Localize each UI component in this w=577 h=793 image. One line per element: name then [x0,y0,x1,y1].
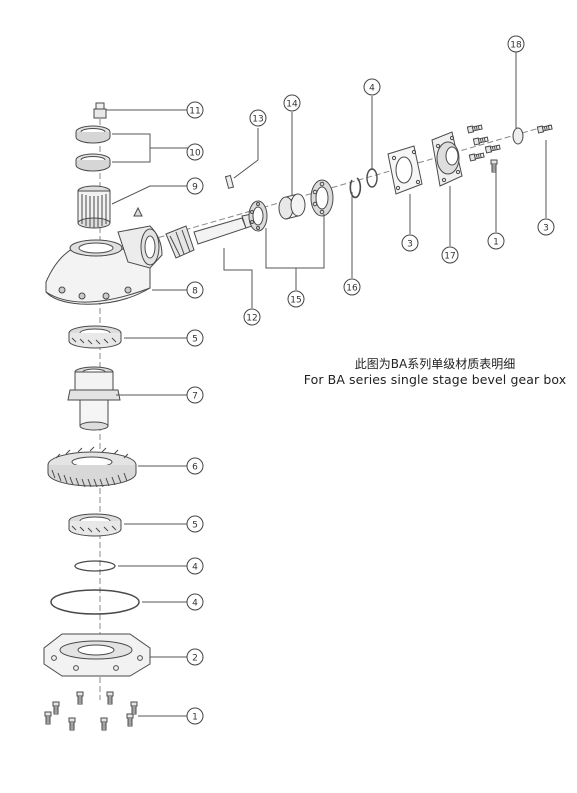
part-15-ball-bearing-right [310,179,334,217]
callout-circle-5b [186,515,204,533]
callout-1-base: 1 [192,713,198,723]
callout-6: 6 [192,463,198,473]
callout-2: 2 [192,654,198,664]
horizontal-axis-line [149,124,551,241]
callout-circle-11 [186,101,204,119]
callout-circle-7 [186,386,204,404]
callout-markers [186,35,555,725]
callout-circle-4a [186,557,204,575]
part-16-circlip [349,177,362,199]
callout-17: 17 [444,252,455,262]
callout-15: 15 [290,296,301,306]
callout-4-small-ring: 4 [192,563,198,573]
callout-11: 11 [189,107,200,117]
part-1-base-bolts [44,691,138,731]
callout-5-upper: 5 [192,335,198,345]
part-8-gearbox-housing [45,206,163,305]
part-10-seal-rings [75,125,111,172]
caption-chinese: 此图为BA系列单级材质表明细 [354,357,516,371]
callout-3-gasket: 3 [407,240,413,250]
caption-english: For BA series single stage bevel gear bo… [303,372,567,387]
part-9-needle-bearing [77,185,111,229]
callout-circle-18 [507,35,525,53]
callout-10: 10 [189,149,201,159]
part-6-crown-bevel-gear [47,446,137,488]
callout-14: 14 [286,100,298,110]
callout-circle-16 [343,278,361,296]
callout-circle-6 [186,457,204,475]
part-3-gasket [387,145,423,195]
callout-circle-1b [487,232,505,250]
callout-circle-10 [186,143,204,161]
callout-circle-4c [363,78,381,96]
callout-4-large-ring: 4 [192,599,198,609]
callout-circle-2 [186,648,204,666]
leader-lines [106,52,547,717]
callout-13: 13 [252,115,263,125]
callout-circle-17 [441,246,459,264]
callout-16: 16 [346,284,358,294]
callout-5-lower: 5 [192,521,198,531]
part-3-screw [536,123,553,134]
part-5-thrust-bearing-lower [68,513,122,537]
part-11-breather [93,102,107,119]
part-4-o-ring-large [50,589,140,615]
callout-circle-5a [186,329,204,347]
part-7-output-sleeve [67,366,121,431]
callout-3-screw: 3 [543,224,549,234]
callout-12: 12 [246,314,257,324]
callout-circle-3a [401,234,419,252]
callout-7: 7 [192,392,198,402]
callout-circle-1a [186,707,204,725]
callout-circle-15 [287,290,305,308]
callout-18: 18 [510,41,522,51]
part-18-washer [512,127,524,145]
part-4-o-ring-shaft [366,168,378,188]
callout-circle-14 [283,94,301,112]
part-2-base-flange [43,633,151,677]
callout-9: 9 [192,183,198,193]
callout-circle-12 [243,308,261,326]
callout-labels: 11 10 9 8 5 7 6 5 4 4 2 1 13 14 12 15 16… [189,41,549,723]
callout-1-flange: 1 [493,238,499,248]
callout-circle-8 [186,281,204,299]
callout-circle-4b [186,593,204,611]
part-13-key [224,174,235,189]
part-17-bearing-cover-flange [431,131,463,187]
part-1-flange-bolts [466,123,501,173]
diagram-caption: 此图为BA系列单级材质表明细 For BA series single stag… [300,356,570,388]
part-5-thrust-bearing-upper [68,325,122,349]
callout-8: 8 [192,287,198,297]
callout-circle-3b [537,218,555,236]
callout-circle-13 [249,109,267,127]
callout-4-shaft-ring: 4 [369,84,375,94]
part-15-ball-bearing-left [248,200,268,232]
part-4-o-ring-small [74,560,116,572]
part-14-spacer-sleeve [278,193,306,220]
callout-circle-9 [186,177,204,195]
